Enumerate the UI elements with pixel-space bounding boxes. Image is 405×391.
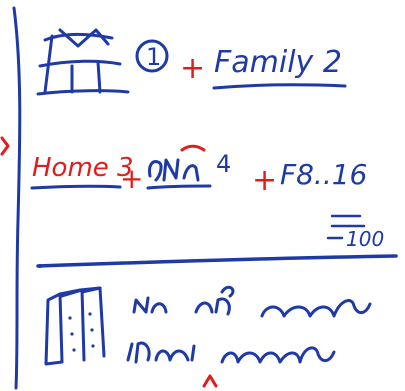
f-range-label: F8..16 — [280, 158, 367, 191]
left-divider-line — [12, 6, 22, 390]
separator-dot — [38, 264, 42, 268]
plus-sign-1: + — [180, 51, 205, 86]
note-100-value: 100 — [346, 227, 384, 251]
plus-sign-2: + — [120, 162, 143, 195]
family-2-label: Family 2 — [214, 45, 342, 80]
circled-number-outline — [135, 39, 169, 73]
red-bottom-mark — [202, 374, 218, 388]
item-4-label: 4 — [216, 150, 231, 178]
thai-scribble-row-1 — [132, 285, 372, 318]
thai-word-scribble — [146, 144, 212, 190]
home-3-label: Home 3 — [32, 153, 134, 183]
building-sketch-icon — [44, 286, 106, 366]
circled-number-1: 1 — [146, 43, 161, 71]
home-underline — [30, 184, 122, 190]
thai-scribble-row-2 — [126, 341, 336, 364]
separator-line — [36, 254, 398, 268]
house-sketch-icon — [36, 28, 130, 96]
red-arrow-mark — [0, 136, 10, 156]
family-underline — [212, 83, 347, 90]
plus-sign-3: + — [252, 163, 277, 198]
